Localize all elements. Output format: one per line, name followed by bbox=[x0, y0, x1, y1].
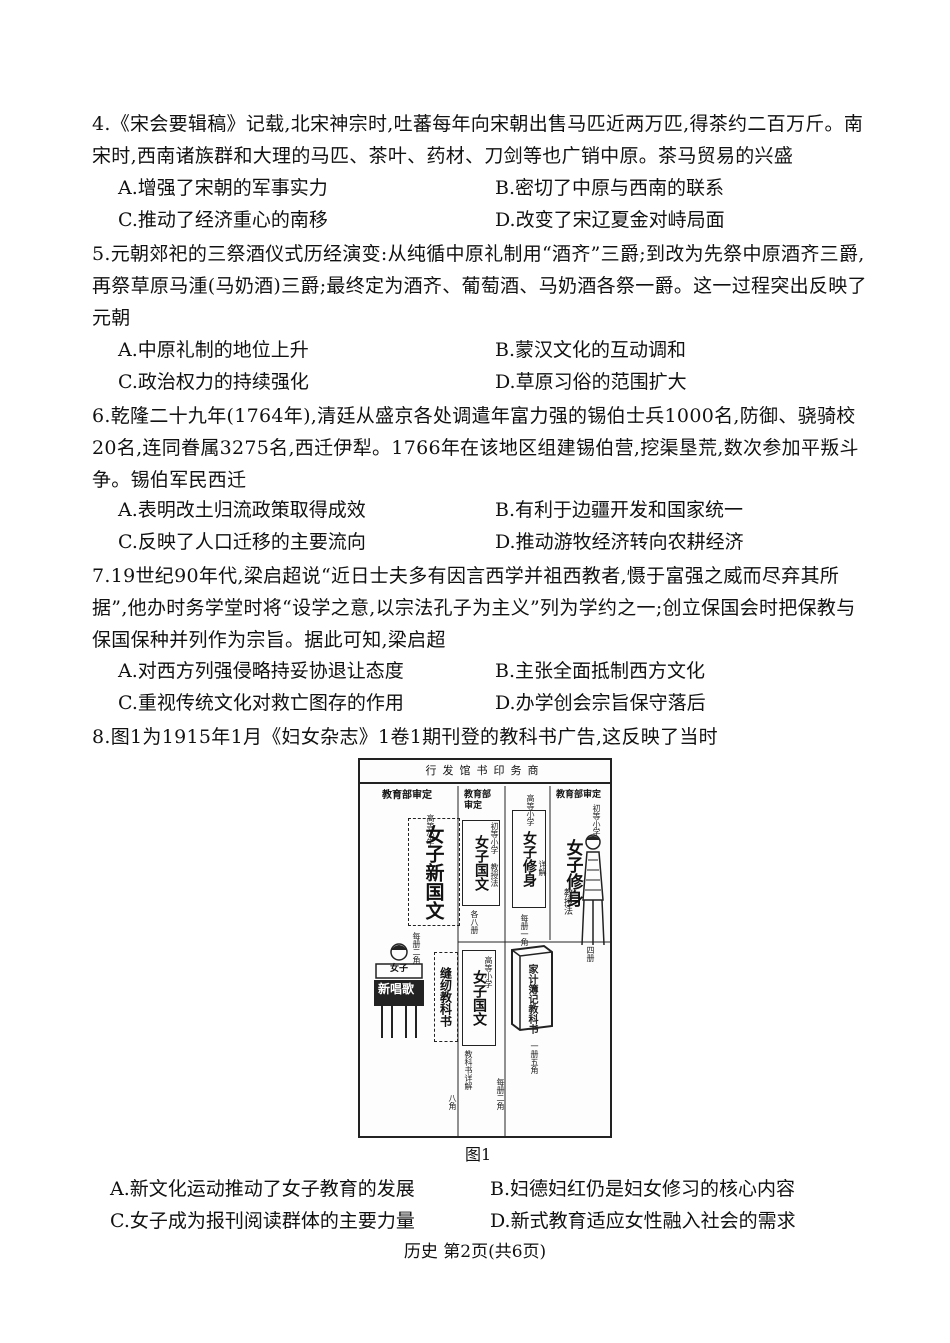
question-5-option-c[interactable]: C.政治权力的持续强化 bbox=[118, 371, 309, 393]
question-4-option-a[interactable]: A.增强了宋朝的军事实力 bbox=[118, 177, 328, 199]
question-8-option-d[interactable]: D.新式教育适应女性融入社会的需求 bbox=[490, 1210, 796, 1232]
ad-price-1: 每册二角 bbox=[412, 932, 421, 964]
figure-frame-lines bbox=[457, 786, 610, 1136]
ad-title-xiushen: 女子修身 bbox=[562, 839, 583, 907]
ad-sub-guowen-gao: 初等小学 教授法 bbox=[490, 822, 499, 887]
question-5-option-b[interactable]: B.蒙汉文化的互动调和 bbox=[495, 339, 687, 361]
question-5-stem: 5.元朝郊祀的三祭酒仪式历经演变:从纯循中原礼制用“酒齐”三爵;到改为先祭中原酒… bbox=[92, 243, 867, 329]
question-8-stem: 8.图1为1915年1月《妇女杂志》1卷1期刊登的教科书广告,这反映了当时 bbox=[92, 726, 718, 748]
ad-tag-xiushen: 教育部审定 bbox=[556, 790, 602, 800]
ad-title-guowen-xiang: 女子国文 bbox=[462, 950, 496, 1046]
ad-tag-guowen-gao: 教育部审定 bbox=[464, 790, 492, 811]
ad-sub-guowen-xiang: 教科书详解 bbox=[464, 1050, 473, 1090]
question-4-option-c[interactable]: C.推动了经济重心的南移 bbox=[118, 209, 328, 231]
ad-price-4: 四册 bbox=[586, 946, 595, 962]
question-6-option-c[interactable]: C.反映了人口迁移的主要流向 bbox=[118, 531, 366, 553]
question-4-option-d[interactable]: D.改变了宋辽夏金对峙局面 bbox=[495, 209, 725, 231]
question-6-option-d[interactable]: D.推动游牧经济转向农耕经济 bbox=[495, 531, 744, 553]
ad-price-3: 每册一角 bbox=[520, 914, 529, 946]
ad-title-xinguowen: 女子新国文 bbox=[408, 818, 460, 926]
ad-series-guowen-xiang: 高等小学 bbox=[484, 956, 493, 988]
ad-price-7: 八角 bbox=[448, 1094, 457, 1110]
seated-woman-illustration-icon bbox=[374, 943, 424, 1038]
figure-header: 商务印书馆发行 bbox=[360, 760, 610, 784]
ad-price-6: 每册二角 bbox=[496, 1078, 505, 1110]
question-7-stem: 7.19世纪90年代,梁启超说“近日士夫多有因言西学并祖西教者,慑于富强之威而尽… bbox=[92, 565, 856, 651]
ad-title-changge: 新唱歌 bbox=[378, 982, 415, 996]
figure-1-advertisement: 商务印书馆发行 教育部审定 高等小学 女子新国文 每册二角 教育部审定 女子国文… bbox=[358, 758, 612, 1138]
page-footer: 历史 第2页(共6页) bbox=[403, 1242, 547, 1262]
question-8-option-c[interactable]: C.女子成为报刊阅读群体的主要力量 bbox=[110, 1210, 415, 1232]
ad-title-guowen-gao: 女子国文 bbox=[462, 820, 500, 906]
ad-price-2: 各八册 bbox=[470, 910, 479, 934]
ad-sub-xiushen: 教授法 bbox=[562, 888, 572, 915]
question-8-option-a[interactable]: A.新文化运动推动了女子教育的发展 bbox=[110, 1178, 415, 1200]
ad-price-5: 一册五角 bbox=[530, 1042, 539, 1074]
question-6-option-b[interactable]: B.有利于边疆开发和国家统一 bbox=[495, 499, 744, 521]
question-4-stem: 4.《宋会要辑稿》记载,北宋神宗时,吐蕃每年向宋朝出售马匹近两万匹,得茶约二百万… bbox=[92, 113, 864, 167]
question-8-option-b[interactable]: B.妇德妇红仍是妇女修习的核心内容 bbox=[490, 1178, 796, 1200]
question-6-option-a[interactable]: A.表明改土归流政策取得成效 bbox=[118, 499, 366, 521]
question-7-option-a[interactable]: A.对西方列强侵略持妥协退让态度 bbox=[118, 660, 404, 682]
question-7-option-b[interactable]: B.主张全面抵制西方文化 bbox=[495, 660, 706, 682]
question-4-option-b[interactable]: B.密切了中原与西南的联系 bbox=[495, 177, 725, 199]
ad-tag-xinguowen: 教育部审定 bbox=[382, 790, 432, 801]
ad-sub-xiushen-xiang: 详解 bbox=[538, 860, 547, 876]
ad-series-xinguowen: 高等小学 bbox=[426, 814, 435, 846]
ad-title-jiashi: 家计簿记教科书 bbox=[526, 964, 537, 1034]
ad-series-changge: 女子 bbox=[390, 964, 409, 974]
book-box-illustration-icon bbox=[511, 944, 553, 1032]
question-5-option-d[interactable]: D.草原习俗的范围扩大 bbox=[495, 371, 687, 393]
woman-illustration-icon bbox=[581, 834, 605, 946]
question-7-option-d[interactable]: D.办学创会宗旨保守落后 bbox=[495, 692, 706, 714]
ad-series-xiushen: 初等小学 bbox=[592, 804, 601, 836]
ad-title-xiushen-xiang: 女子修身 bbox=[512, 810, 546, 908]
figure-1-caption: 图1 bbox=[465, 1145, 492, 1164]
question-5-option-a[interactable]: A.中原礼制的地位上升 bbox=[118, 339, 309, 361]
question-6-stem: 6.乾隆二十九年(1764年),清廷从盛京各处调遣年富力强的锡伯士兵1000名,… bbox=[92, 405, 859, 491]
question-7-option-c[interactable]: C.重视传统文化对救亡图存的作用 bbox=[118, 692, 404, 714]
